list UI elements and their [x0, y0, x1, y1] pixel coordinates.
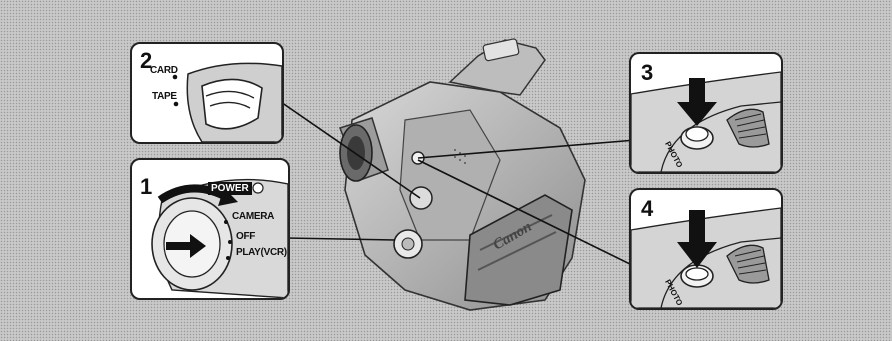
- step-number: 1: [140, 176, 152, 198]
- mode-knob: [410, 187, 432, 209]
- camera-label: CAMERA: [232, 212, 274, 222]
- play-vcr-label: PLAY(VCR): [236, 248, 287, 258]
- inset-step-1: 1 POWER CAMERA OFF PLAY(VCR): [130, 158, 290, 300]
- tape-label: TAPE: [152, 92, 177, 102]
- power-label: POWER: [208, 182, 252, 195]
- step-number: 4: [641, 198, 653, 220]
- photo-button-illustration: [631, 54, 781, 172]
- tape-indicator-dot: [174, 102, 179, 107]
- inset-step-4: 4 PHOTO: [629, 188, 783, 310]
- photo-button-illustration: [631, 190, 781, 308]
- inset-step-2: 2 CARD TAPE: [130, 42, 284, 144]
- inset-step-3: 3 PHOTO: [629, 52, 783, 174]
- off-label: OFF: [236, 232, 255, 242]
- power-switch-illustration: [132, 160, 288, 298]
- card-label: CARD: [150, 66, 178, 76]
- mode-dial: [202, 79, 262, 128]
- step-number: 3: [641, 62, 653, 84]
- power-lamp: [253, 183, 263, 193]
